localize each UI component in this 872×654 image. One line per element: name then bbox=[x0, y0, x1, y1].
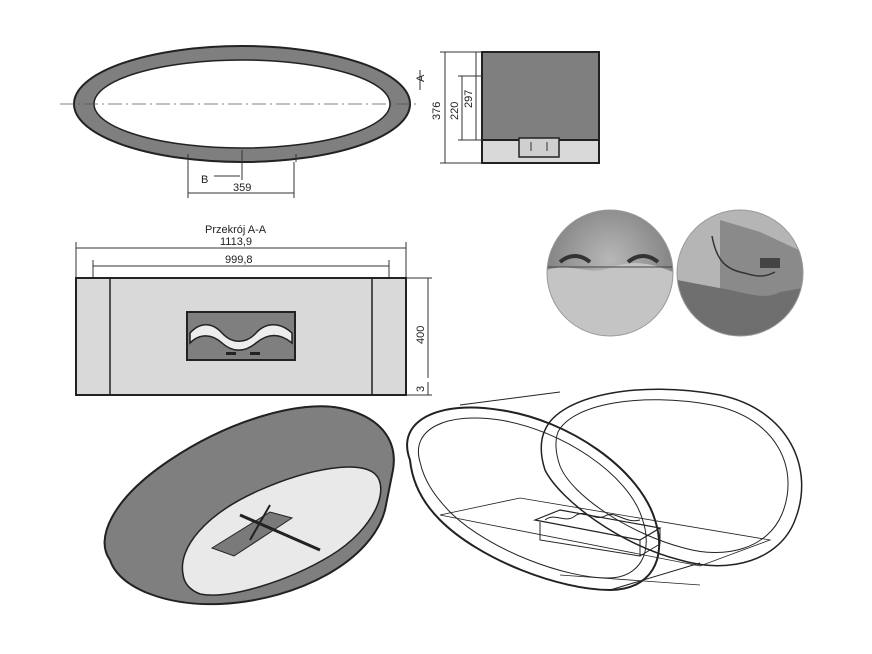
section-title: Przekrój A-A bbox=[205, 224, 267, 236]
dim-overall-label: 1113,9 bbox=[220, 236, 252, 248]
wire-bottom-edge bbox=[609, 562, 701, 591]
dim-height-label: 400 bbox=[415, 326, 427, 344]
solid-3d-view bbox=[103, 405, 395, 606]
wire-back-ring-inner bbox=[555, 399, 789, 554]
solid-top-edge bbox=[103, 405, 395, 561]
wire-back-ring bbox=[540, 388, 803, 567]
section-a-label: A bbox=[415, 74, 427, 82]
wire-burner-wave bbox=[544, 512, 641, 522]
wire-front-ring bbox=[406, 406, 661, 592]
section-view: Przekrój A-A 1113,9 999,8 400 3 bbox=[75, 224, 432, 396]
dim-359-label: 359 bbox=[233, 182, 251, 194]
burner-control bbox=[250, 352, 260, 355]
wire-floor bbox=[439, 497, 772, 567]
side-view: 376 220 297 A bbox=[415, 51, 600, 164]
wire-burner-box bbox=[539, 522, 661, 557]
detail-circle-right bbox=[677, 210, 803, 336]
top-view: 359 B bbox=[60, 45, 420, 198]
wireframe-3d-view bbox=[406, 388, 803, 592]
burner-flame-wave bbox=[189, 324, 293, 351]
solid-support-bar bbox=[239, 513, 321, 552]
section-b-label: B bbox=[201, 174, 208, 186]
dim-297-label: 297 bbox=[463, 90, 475, 108]
dim-inner-label: 999,8 bbox=[225, 254, 253, 266]
solid-support-bar bbox=[249, 504, 271, 541]
side-view-body bbox=[481, 51, 600, 141]
burner-control bbox=[226, 352, 236, 355]
solid-inner-opening bbox=[181, 466, 382, 596]
detail-circle-left bbox=[547, 210, 673, 336]
dim-220-label: 220 bbox=[449, 102, 461, 120]
dim-376-label: 376 bbox=[431, 102, 443, 120]
wire-base-line bbox=[559, 574, 701, 586]
detail-circle-right-border bbox=[676, 209, 804, 337]
dim-base-label: 3 bbox=[415, 386, 427, 392]
solid-burner bbox=[210, 511, 294, 557]
side-view-burner bbox=[518, 137, 560, 158]
detail-circle-left-border bbox=[546, 209, 674, 337]
wire-top-edge bbox=[459, 391, 561, 406]
detail-views bbox=[546, 209, 804, 337]
wire-front-ring-inner bbox=[417, 417, 647, 579]
